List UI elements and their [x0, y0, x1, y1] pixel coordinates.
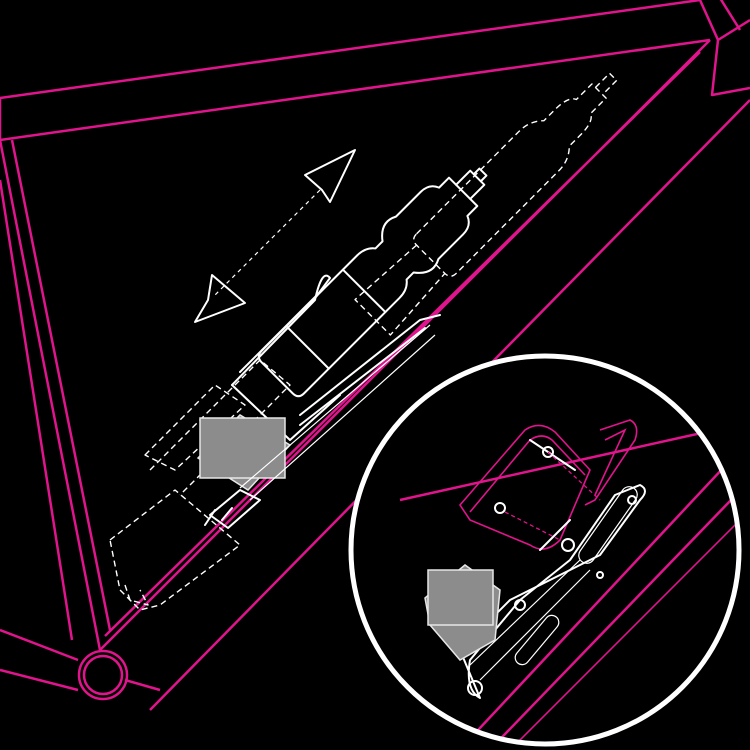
water-bottle: [257, 167, 488, 398]
screw-icon: [494, 446, 604, 579]
seat-tube: [0, 139, 112, 651]
detail-inset: [348, 353, 742, 747]
chain-stay: [0, 628, 161, 692]
bottle-upper-position: [354, 72, 618, 336]
bottle-lower-position: [109, 359, 291, 611]
double-headed-arrow-icon: [194, 149, 356, 323]
bottle-cage: [231, 274, 441, 441]
mount-adapter: [196, 324, 436, 529]
bike-frame: [0, 0, 750, 711]
top-tube: [0, 0, 711, 142]
head-tube: [698, 0, 750, 97]
cage-detail: [458, 419, 638, 551]
bottom-bracket: [77, 649, 129, 701]
detail-circle-border: [348, 353, 742, 747]
adapter-block-face: [427, 569, 494, 626]
adapter-plate-detail: [459, 484, 646, 699]
